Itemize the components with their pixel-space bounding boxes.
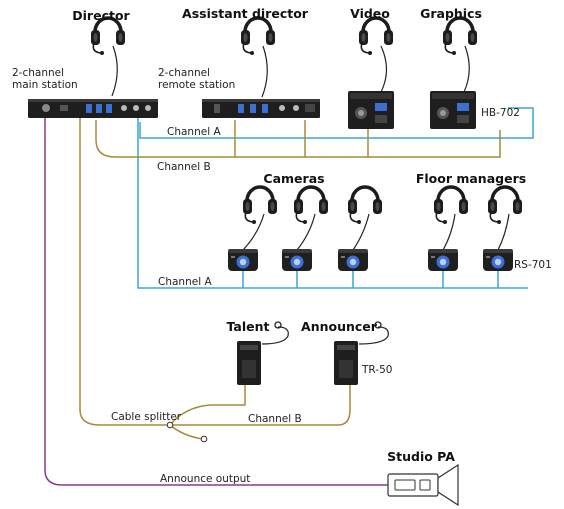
cameras-heading: Cameras xyxy=(263,171,324,186)
channel-a-top-label: Channel A xyxy=(167,126,221,138)
video-speaker-station-icon xyxy=(348,91,394,129)
channel-b-bottom-label: Channel B xyxy=(248,413,302,425)
assistant-director-headset-icon xyxy=(239,16,277,98)
camera-2-headset-icon xyxy=(282,185,330,271)
floor-manager-2-headset-icon xyxy=(483,185,524,271)
camera-3-headset-icon xyxy=(338,185,384,271)
announce-output-label: Announce output xyxy=(160,473,250,485)
remote-station-icon xyxy=(202,99,320,118)
announcer-heading: Announcer xyxy=(301,319,378,334)
announcer-wireless-pack-icon xyxy=(334,321,389,385)
video-headset-icon xyxy=(357,16,395,93)
graphics-heading: Graphics xyxy=(420,6,482,21)
rs701-label: RS-701 xyxy=(514,259,552,271)
announce-wiring xyxy=(44,118,388,486)
camera-1-headset-icon xyxy=(228,185,279,271)
graphics-headset-icon xyxy=(441,16,479,93)
talent-wireless-pack-icon xyxy=(237,321,289,385)
studio-pa-loudspeaker-icon xyxy=(387,463,459,507)
remote-station-label-line2: remote station xyxy=(158,79,235,91)
splitter-spare-connector xyxy=(200,435,208,443)
channel-b-wiring xyxy=(79,116,501,440)
studio-pa-heading: Studio PA xyxy=(387,449,455,464)
assistant-director-heading: Assistant director xyxy=(182,6,309,21)
main-station-label-line2: main station xyxy=(12,79,78,91)
channel-b-top-label: Channel B xyxy=(157,161,211,173)
video-heading: Video xyxy=(350,6,390,21)
hb702-label: HB-702 xyxy=(481,107,520,119)
director-headset-icon xyxy=(89,16,127,97)
channel-a-mid-label: Channel A xyxy=(158,276,212,288)
director-heading: Director xyxy=(72,8,130,23)
cable-splitter-label: Cable splitter xyxy=(111,411,182,423)
talent-heading: Talent xyxy=(227,319,270,334)
graphics-speaker-station-icon xyxy=(430,91,476,129)
main-station-label-line1: 2-channel xyxy=(12,67,64,79)
floor-manager-1-headset-icon xyxy=(428,185,470,271)
main-station-icon xyxy=(28,99,158,118)
tr50-label: TR-50 xyxy=(361,364,392,376)
floor-managers-heading: Floor managers xyxy=(416,171,526,186)
remote-station-label-line1: 2-channel xyxy=(158,67,210,79)
channel-a-wiring xyxy=(137,107,534,289)
cable-splitter-node xyxy=(166,421,174,429)
